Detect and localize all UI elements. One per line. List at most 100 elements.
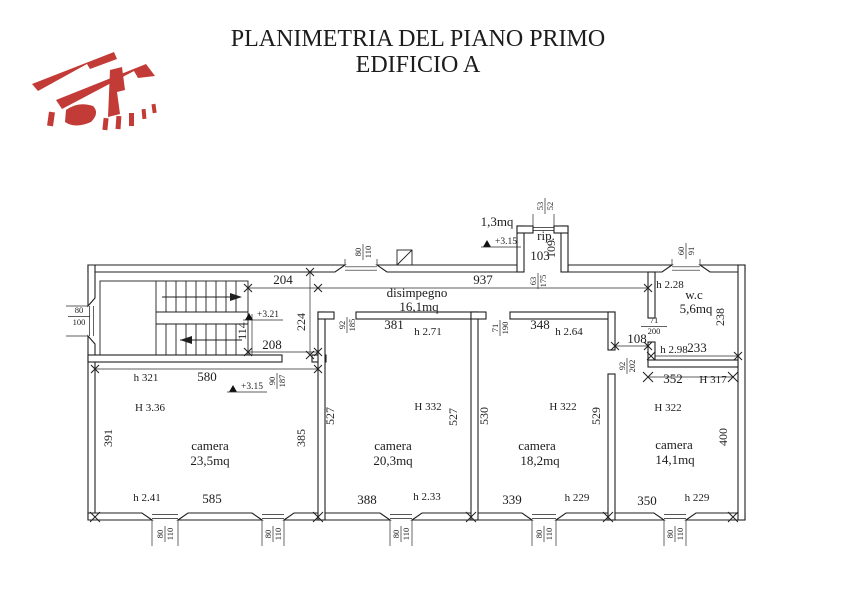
camera3-window-height: h 229 [565, 492, 590, 504]
room-camera4-area: 14,1mq [655, 452, 695, 467]
dim-530: 530 [477, 407, 491, 425]
camera4-door-height: h 2.98 [660, 344, 688, 356]
dim-385: 385 [294, 429, 308, 447]
dim-109: 109 [544, 240, 558, 258]
dim-114: 114 [235, 322, 249, 340]
logo-mark [102, 117, 109, 131]
page-title: PLANIMETRIA DEL PIANO PRIMO [231, 26, 605, 52]
frac-n: 92 [337, 321, 347, 330]
dim-108: 108 [627, 331, 647, 346]
room-camera1-area: 23,5mq [190, 453, 230, 468]
frac-n: 80 [665, 530, 675, 539]
frac-d: 200 [648, 326, 661, 336]
frac-n: 60 [676, 247, 686, 256]
room-camera4-name: camera [655, 437, 693, 452]
dim-204: 204 [273, 272, 293, 287]
level-value: +3.15 [495, 237, 517, 247]
logo-mark [129, 113, 134, 126]
frac-d: 110 [363, 246, 373, 258]
flue-symbol [396, 249, 413, 266]
window-size-stair: 80 100 [68, 305, 90, 327]
room-camera3-name: camera [518, 438, 556, 453]
logo-mark [151, 103, 157, 114]
dim-391: 391 [101, 429, 115, 447]
door-size-wc: 71 200 [641, 315, 667, 336]
frac-n: 80 [75, 305, 84, 315]
room-camera1-height: H 3.36 [135, 402, 165, 414]
camera1-window-height-top: h 321 [134, 372, 159, 384]
page-subtitle: EDIFICIO A [356, 52, 481, 78]
room-rip-name: rip. [537, 228, 555, 243]
frac-n: 63 [528, 277, 538, 286]
frac-n: 71 [650, 315, 659, 325]
frac-d: 100 [73, 317, 86, 327]
room-wc-area: 5,6mq [680, 301, 713, 316]
room-camera2-name: camera [374, 438, 412, 453]
frac-d: 52 [545, 202, 555, 211]
dim-937: 937 [473, 272, 493, 287]
dim-233: 233 [687, 340, 707, 355]
logo-mark [56, 64, 155, 109]
level-marker-camera1: +3.15 [227, 382, 267, 393]
dim-381: 381 [384, 317, 404, 332]
logo-mark [115, 115, 122, 130]
frac-d: 187 [277, 375, 287, 388]
frac-d: 110 [273, 528, 283, 540]
window-size-bottom-4: 80 110 [534, 526, 554, 542]
frac-d: 110 [675, 528, 685, 540]
dim-527-left: 527 [323, 407, 337, 425]
level-marker-corridor: +3.21 [243, 310, 283, 321]
dim-352: 352 [663, 371, 683, 386]
window-size-bottom-1: 80 110 [155, 526, 175, 542]
room-camera2-area: 20,3mq [373, 453, 413, 468]
frac-n: 90 [267, 377, 277, 386]
frac-d: 110 [544, 528, 554, 540]
window-size-top: 80 110 [353, 244, 373, 260]
exterior-walls [87, 264, 746, 521]
logo-mark [47, 111, 55, 127]
room-camera1-name: camera [191, 438, 229, 453]
dim-400: 400 [716, 428, 730, 446]
camera1-window-height-bottom: h 2.41 [133, 492, 161, 504]
door-size-camera3: 71 190 [490, 320, 510, 336]
room-rip-area: 1,3mq [481, 214, 514, 229]
level-value: +3.15 [241, 382, 263, 392]
window-size-bottom-3: 80 110 [391, 526, 411, 542]
frac-n: 92 [617, 362, 627, 371]
windows [89, 266, 700, 519]
window-size-bottom-2: 80 110 [263, 526, 283, 542]
interior-walls [87, 271, 739, 521]
dim-224: 224 [294, 313, 308, 331]
camera2-window-height: h 2.33 [413, 491, 441, 503]
frac-d: 190 [500, 322, 510, 335]
dim-580: 580 [197, 369, 217, 384]
frac-d: 110 [165, 528, 175, 540]
frac-n: 80 [155, 530, 165, 539]
level-value: +3.21 [257, 310, 279, 320]
room-camera4-height: H 322 [654, 402, 681, 414]
logo-mark [65, 104, 97, 126]
frac-n: 80 [391, 530, 401, 539]
dim-527-right: 527 [446, 408, 460, 426]
dim-238: 238 [713, 308, 727, 326]
window-size-bottom-5: 80 110 [665, 526, 685, 542]
room-camera3-area: 18,2mq [520, 453, 560, 468]
room-wc-name: w.c [685, 287, 703, 302]
room-disimpegno-area: 16,1mq [399, 299, 439, 314]
room-disimpegno-name: disimpegno [387, 285, 448, 300]
frac-n: 53 [535, 202, 545, 211]
stair-down-arrow [180, 336, 242, 344]
camera2-door-height: h 2.71 [414, 326, 442, 338]
logo-mark [141, 108, 147, 120]
dim-529: 529 [589, 407, 603, 425]
closet-walls [516, 225, 569, 273]
frac-d: 110 [401, 528, 411, 540]
staircase [99, 280, 249, 356]
dim-388: 388 [357, 492, 377, 507]
stair-up-arrow [162, 293, 242, 301]
frac-d: 91 [686, 247, 696, 256]
room-camera2-height: H 332 [414, 401, 441, 413]
frac-d: 185 [347, 319, 357, 332]
door-size-camera1: 90 187 [267, 373, 287, 389]
